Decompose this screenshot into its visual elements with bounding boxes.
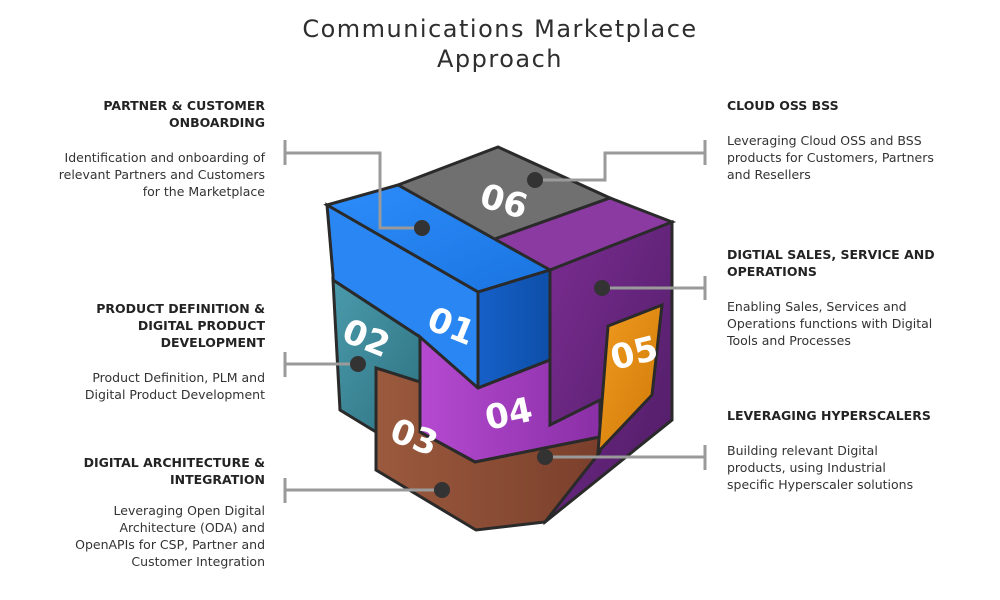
heading-line: DEVELOPMENT [160, 335, 265, 350]
section-heading: DIGTIAL SALES, SERVICE AND OPERATIONS [727, 246, 982, 280]
description-line: Customer Integration [131, 554, 265, 569]
heading-line: DIGITAL PRODUCT [137, 318, 265, 333]
description-line: Leveraging Open Digital [113, 503, 265, 518]
description-line: Operations functions with Digital [727, 316, 933, 331]
dot-01 [414, 220, 430, 236]
section-description: Leveraging Cloud OSS and BSS products fo… [727, 132, 982, 183]
heading-line: OPERATIONS [727, 264, 817, 279]
description-line: Building relevant Digital [727, 443, 878, 458]
dot-06 [527, 172, 543, 188]
heading-line: DIGTIAL SALES, SERVICE AND [727, 247, 935, 262]
description-line: Architecture (ODA) and [119, 520, 265, 535]
description-line: Identification and onboarding of [64, 150, 265, 165]
section-heading: CLOUD OSS BSS [727, 97, 982, 114]
title-line-1: Communications Marketplace [302, 15, 698, 43]
description-line: for the Marketplace [142, 184, 265, 199]
section-description: Building relevant Digital products, usin… [727, 442, 982, 493]
heading-line: LEVERAGING HYPERSCALERS [727, 408, 931, 423]
heading-line: PRODUCT DEFINITION & [96, 301, 265, 316]
heading-line: DIGITAL ARCHITECTURE & [83, 455, 265, 470]
description-line: specific Hyperscaler solutions [727, 477, 914, 492]
page-title: Communications Marketplace Approach [0, 14, 1000, 74]
description-line: Digital Product Development [84, 387, 265, 402]
connector-03 [283, 478, 442, 503]
heading-line: INTEGRATION [169, 472, 265, 487]
description-line: OpenAPIs for CSP, Partner and [75, 537, 265, 552]
heading-line: CLOUD OSS BSS [727, 98, 839, 113]
section-partner-onboarding: PARTNER & CUSTOMER ONBOARDING Identifica… [10, 97, 265, 200]
description-line: products, using Industrial [727, 460, 886, 475]
block-05-face [596, 302, 664, 457]
heading-line: ONBOARDING [169, 115, 265, 130]
connector-05 [545, 445, 707, 470]
connector-dots [350, 172, 610, 498]
description-line: relevant Partners and Customers [58, 167, 265, 182]
description-line: products for Customers, Partners [727, 150, 934, 165]
connector-06 [535, 140, 707, 182]
section-description: Identification and onboarding of relevan… [10, 149, 265, 200]
title-line-2: Approach [436, 45, 564, 73]
description-line: Enabling Sales, Services and [727, 299, 907, 314]
section-hyperscalers: LEVERAGING HYPERSCALERS Building relevan… [727, 407, 982, 493]
heading-line: PARTNER & CUSTOMER [103, 98, 265, 113]
section-heading: LEVERAGING HYPERSCALERS [727, 407, 982, 424]
dot-05 [537, 449, 553, 465]
connector-02 [283, 352, 355, 377]
description-line: Leveraging Cloud OSS and BSS [727, 133, 922, 148]
description-line: Product Definition, PLM and [92, 370, 265, 385]
section-digital-architecture: DIGITAL ARCHITECTURE & INTEGRATION Lever… [10, 454, 265, 570]
block-04-label: 04 [482, 390, 537, 439]
dot-02 [350, 356, 366, 372]
section-description: Leveraging Open Digital Architecture (OD… [10, 502, 265, 570]
section-heading: PRODUCT DEFINITION & DIGITAL PRODUCT DEV… [10, 300, 265, 351]
dot-04 [594, 280, 610, 296]
description-line: Tools and Processes [727, 333, 851, 348]
section-description: Product Definition, PLM and Digital Prod… [10, 369, 265, 403]
section-description: Enabling Sales, Services and Operations … [727, 298, 982, 349]
dot-03 [434, 482, 450, 498]
description-line: and Resellers [727, 167, 811, 182]
connector-lines [283, 140, 707, 503]
connector-04 [602, 276, 707, 300]
section-cloud-oss-bss: CLOUD OSS BSS Leveraging Cloud OSS and B… [727, 97, 982, 183]
section-heading: DIGITAL ARCHITECTURE & INTEGRATION [10, 454, 265, 488]
section-product-definition: PRODUCT DEFINITION & DIGITAL PRODUCT DEV… [10, 300, 265, 403]
section-heading: PARTNER & CUSTOMER ONBOARDING [10, 97, 265, 131]
section-digital-sales: DIGTIAL SALES, SERVICE AND OPERATIONS En… [727, 246, 982, 349]
connector-01 [283, 140, 422, 230]
